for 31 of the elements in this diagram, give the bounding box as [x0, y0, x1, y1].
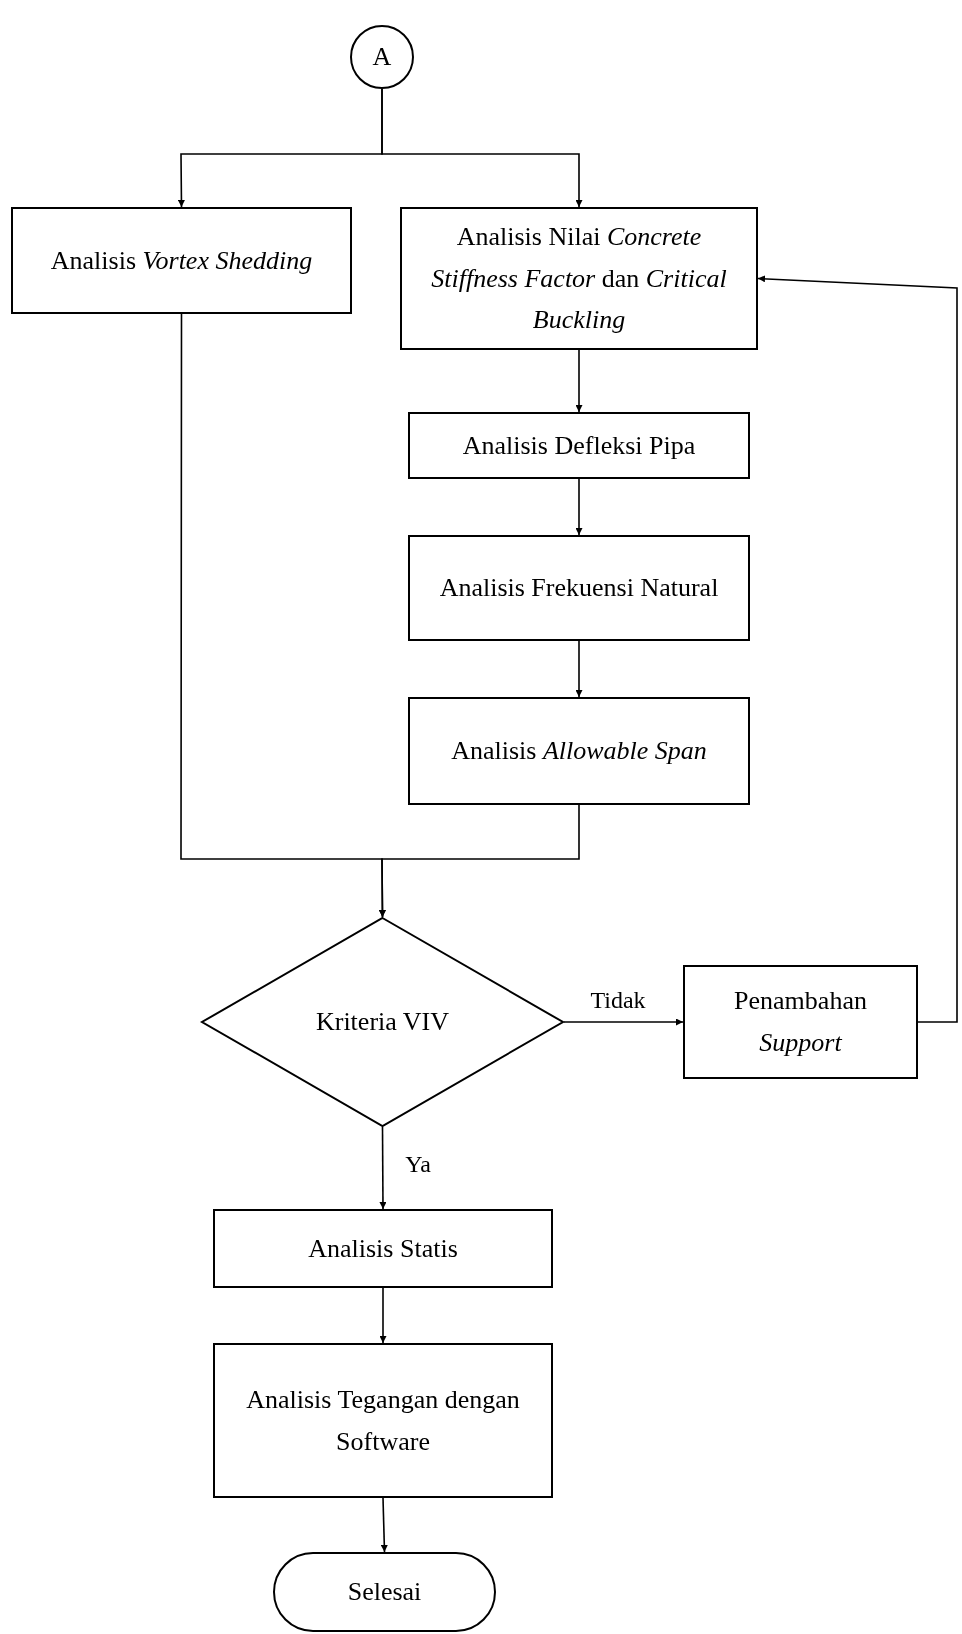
node-label: Analisis Tegangan dengan Software [245, 1383, 521, 1458]
arrow [381, 88, 583, 208]
arrow [379, 1126, 387, 1210]
node-label: Analisis Statis [308, 1232, 458, 1265]
decision-diamond [201, 917, 564, 1127]
process-box [11, 207, 352, 314]
node-label: Analisis Frekuensi Natural [439, 572, 719, 605]
process-box [408, 697, 750, 805]
node-label: Penambahan Support [733, 985, 868, 1059]
arrow [575, 349, 583, 413]
node-label: Selesai [347, 1576, 422, 1609]
arrow [575, 640, 583, 698]
process-box [408, 412, 750, 479]
node-label: Analisis Allowable Span [451, 735, 707, 768]
process-box [400, 207, 758, 350]
node-label: Kriteria VIV [315, 1006, 450, 1039]
arrow [380, 1497, 388, 1553]
arrow [563, 1018, 684, 1026]
arrow [575, 478, 583, 536]
process-box [213, 1209, 553, 1288]
arrow [757, 275, 958, 1023]
node-label: Analisis Vortex Shedding [50, 244, 313, 277]
arrow [379, 1287, 387, 1344]
process-box [213, 1343, 553, 1498]
process-box [408, 535, 750, 641]
node-label: Analisis Nilai Concrete Stiffness Factor dan Critical Buckling [430, 221, 728, 337]
node-label: A [372, 41, 392, 74]
connector-circle [350, 25, 414, 89]
arrow [378, 804, 580, 918]
process-box [683, 965, 918, 1079]
node-label: Analisis Defleksi Pipa [462, 429, 696, 462]
